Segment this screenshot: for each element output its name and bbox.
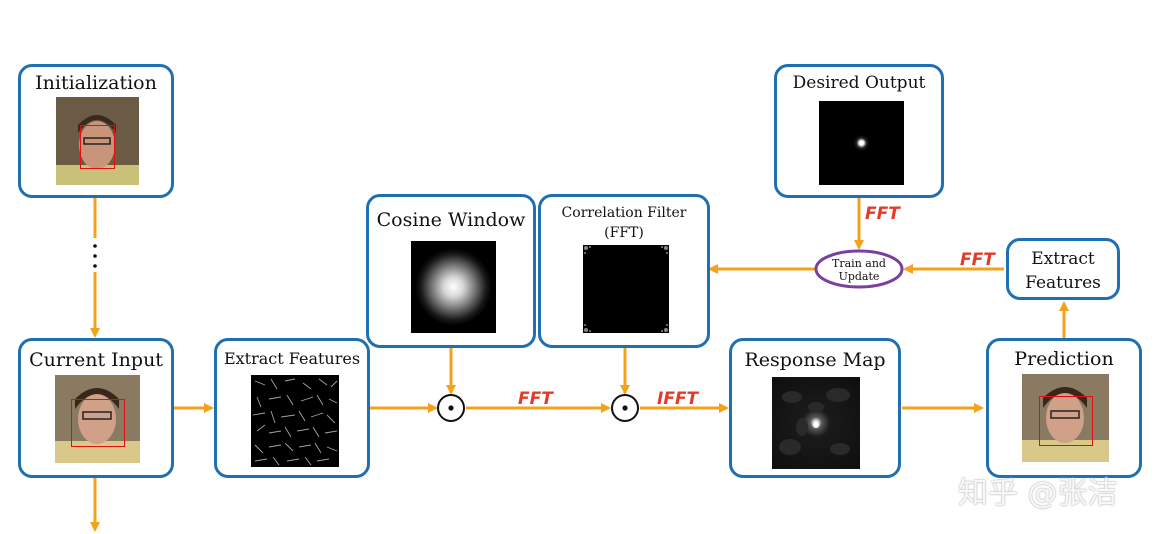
prediction-title: Prediction xyxy=(1014,348,1114,370)
desired-output-title: Desired Output xyxy=(792,73,926,93)
train-update-label: Train and Update xyxy=(816,257,902,283)
ifft-label-after-filter: IFFT xyxy=(657,389,699,409)
zhihu-watermark: 知乎 @张洁 xyxy=(958,476,1118,511)
correlation-filter-box: Correlation Filter (FFT) xyxy=(538,194,710,348)
ellipsis-dots-icon xyxy=(93,244,97,268)
train-update-ellipse xyxy=(814,249,904,289)
extract-features-right-box: Extract Features xyxy=(1006,238,1120,300)
response-map-box: Response Map xyxy=(729,338,901,478)
prediction-bounding-box xyxy=(1039,396,1093,446)
multiply-operator-1 xyxy=(437,394,465,422)
extract-features-title: Extract Features xyxy=(223,349,361,368)
train-update-line1: Train and xyxy=(832,257,886,270)
response-map-title: Response Map xyxy=(744,349,886,371)
cosine-window-box: Cosine Window xyxy=(366,194,536,348)
fft-label-after-cosine: FFT xyxy=(518,389,553,409)
correlation-filter-image xyxy=(583,245,669,333)
desired-output-box: Desired Output xyxy=(774,64,944,198)
initialization-bounding-box xyxy=(80,125,115,169)
initialization-title: Initialization xyxy=(35,72,157,94)
response-map-image xyxy=(772,377,860,469)
extract-features-box: Extract Features xyxy=(214,338,370,478)
fft-label-from-extract: FFT xyxy=(960,250,995,270)
current-input-title: Current Input xyxy=(29,349,163,371)
hog-features-image xyxy=(251,375,339,467)
desired-output-image xyxy=(819,101,904,185)
initialization-box: Initialization xyxy=(18,64,174,198)
train-update-line2: Update xyxy=(838,270,880,283)
cosine-window-image xyxy=(411,241,496,333)
current-input-face-image xyxy=(55,375,140,463)
multiply-operator-2 xyxy=(611,394,639,422)
prediction-box: Prediction xyxy=(986,338,1142,478)
extract-features-right-line2: Features xyxy=(1025,273,1101,293)
fft-label-from-desired: FFT xyxy=(865,204,900,224)
extract-features-right-line1: Extract xyxy=(1031,249,1095,269)
initialization-face-image xyxy=(56,97,139,185)
correlation-filter-title-line1: Correlation Filter xyxy=(561,205,687,221)
correlation-filter-title-line2: (FFT) xyxy=(604,225,644,241)
prediction-face-image xyxy=(1022,374,1109,462)
current-input-box: Current Input xyxy=(18,338,174,478)
current-input-bounding-box xyxy=(71,399,125,447)
cosine-window-title: Cosine Window xyxy=(376,209,526,231)
